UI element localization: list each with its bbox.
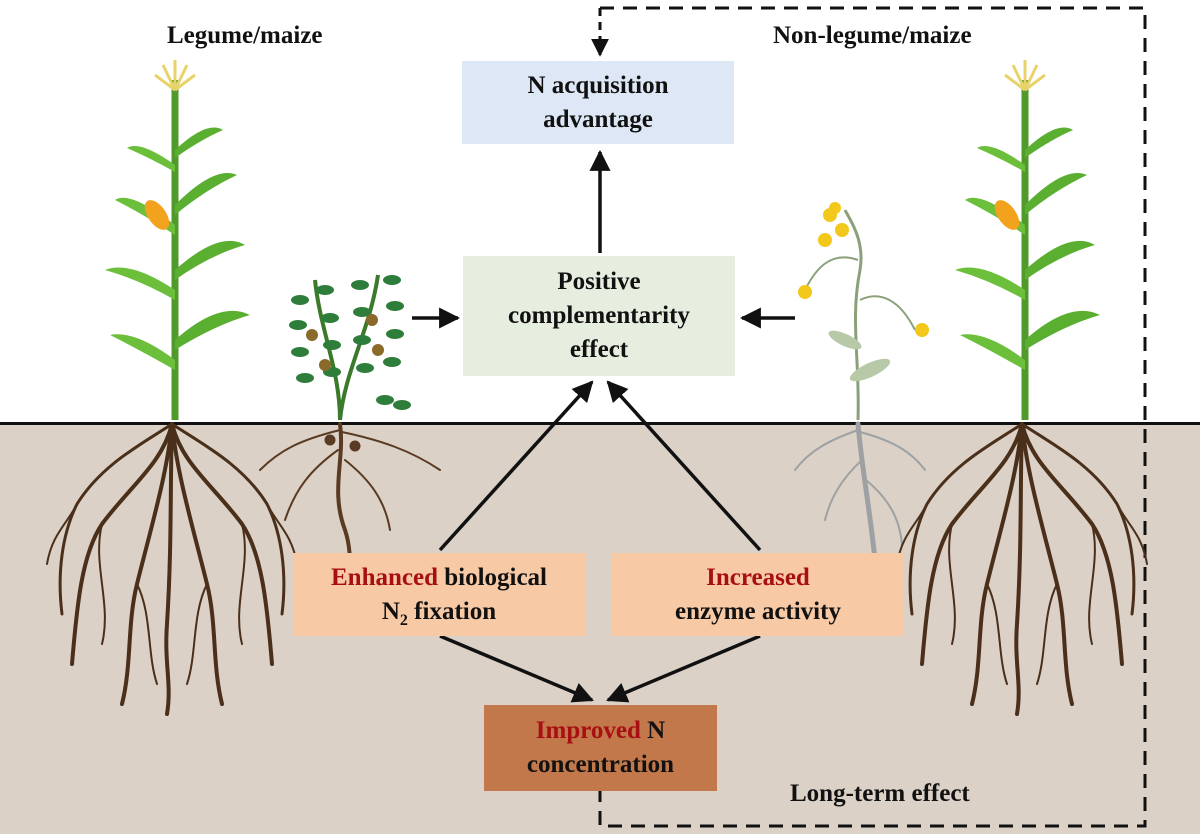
positive-line2: complementarity	[508, 302, 690, 329]
non-legume-roots	[794, 421, 926, 563]
arrow-increased-to-improved	[606, 634, 761, 703]
maize-plant-left	[105, 60, 250, 420]
arrow-enhanced-to-improved	[439, 634, 594, 703]
enhanced-n: N	[381, 597, 400, 625]
improved-highlight: Improved	[535, 717, 641, 744]
arrow-enhanced-to-positive	[438, 380, 594, 552]
maize-roots-right	[895, 422, 1149, 716]
ground-line	[0, 422, 1200, 425]
enhanced-highlight: Enhanced	[330, 563, 438, 591]
enhanced-fixation-box: Enhanced biological N2 fixation	[293, 553, 585, 636]
positive-line1: Positive	[557, 268, 641, 295]
arrow-increased-to-positive	[606, 380, 762, 552]
n-acquisition-line1: N acquisition	[527, 71, 669, 99]
increased-enzyme-box: Increased enzyme activity	[612, 553, 904, 636]
improved-line2: concentration	[526, 751, 675, 778]
legume-plant	[289, 274, 411, 421]
maize-roots-left	[45, 422, 299, 716]
non-legume-plant	[798, 202, 929, 421]
long-term-effect-label: Long-term effect	[790, 780, 970, 807]
legume-maize-label: Legume/maize	[167, 22, 323, 49]
enhanced-rest: biological	[437, 563, 548, 591]
n-acquisition-line2: advantage	[543, 105, 653, 133]
non-legume-maize-label: Non-legume/maize	[773, 22, 972, 49]
increased-line2: enzyme activity	[675, 597, 841, 625]
improved-n-box: Improved N concentration	[484, 705, 717, 791]
maize-plant-right	[955, 60, 1100, 420]
positive-complementarity-box: Positive complementarity effect	[463, 256, 735, 376]
enhanced-sub: 2	[399, 611, 408, 629]
n-acquisition-box: N acquisition advantage	[462, 61, 734, 144]
positive-line3: effect	[569, 336, 629, 363]
enhanced-fixation: fixation	[407, 597, 497, 625]
long-term-dashed-frame	[598, 6, 1147, 828]
improved-rest: N	[640, 717, 666, 744]
increased-highlight: Increased	[706, 563, 810, 591]
